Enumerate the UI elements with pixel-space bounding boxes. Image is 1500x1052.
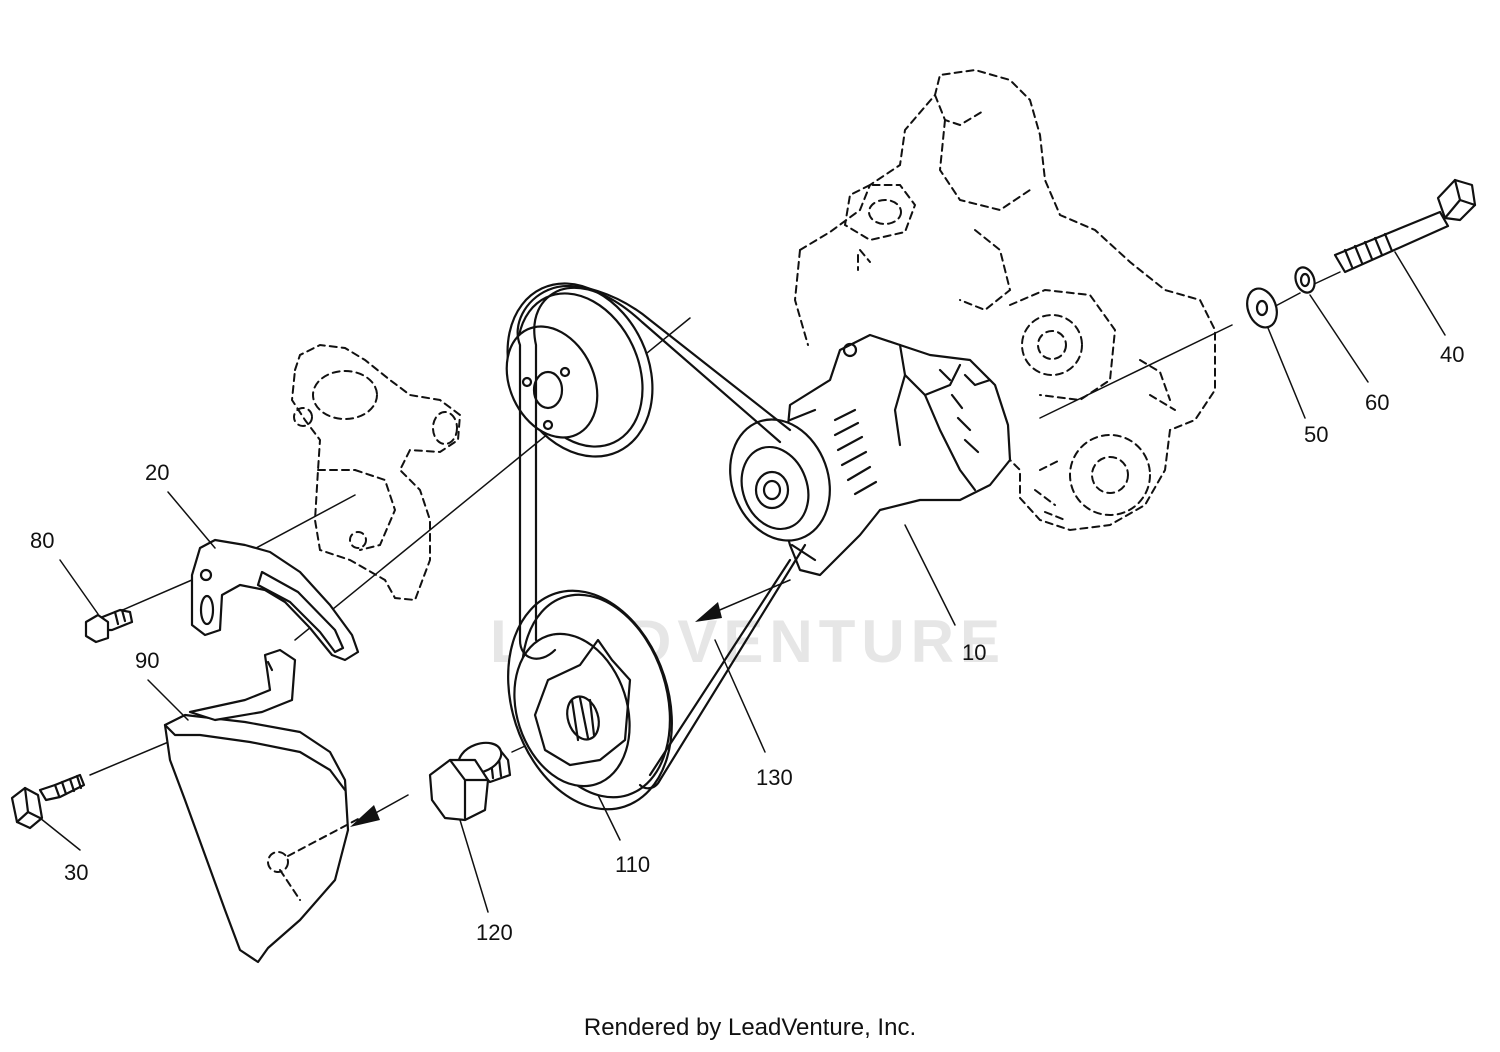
belt-cover (163, 648, 361, 964)
callout-60: 60 (1365, 390, 1389, 415)
callout-20: 20 (145, 460, 169, 485)
callout-10: 10 (962, 640, 986, 665)
bolt-40 (1333, 178, 1477, 274)
callout-50: 50 (1304, 422, 1328, 447)
leader-lines (39, 251, 1446, 913)
adjusting-bracket (190, 538, 360, 662)
lock-washer-60 (1294, 266, 1316, 294)
callout-120: 120 (476, 920, 513, 945)
direction-arrows (350, 579, 791, 827)
callout-80: 80 (30, 528, 54, 553)
callout-40: 40 (1440, 342, 1464, 367)
washer-50 (1246, 287, 1278, 329)
callout-90: 90 (135, 648, 159, 673)
crankshaft-pulley (507, 589, 673, 811)
water-pump-pulley (505, 282, 654, 458)
callout-110: 110 (615, 852, 650, 877)
bolt-120 (428, 741, 512, 822)
bolt-30 (10, 773, 86, 830)
engine-housing (793, 68, 1216, 532)
bolt-80 (84, 608, 134, 644)
callout-30: 30 (64, 860, 88, 885)
footer-credit: Rendered by LeadVenture, Inc. (583, 1014, 917, 1041)
v-belt (516, 285, 807, 790)
alternator (729, 333, 1012, 577)
callout-130: 130 (756, 765, 793, 790)
water-housing (290, 343, 462, 602)
callout-labels: 10 20 30 40 50 60 80 90 110 120 130 (30, 342, 1464, 945)
